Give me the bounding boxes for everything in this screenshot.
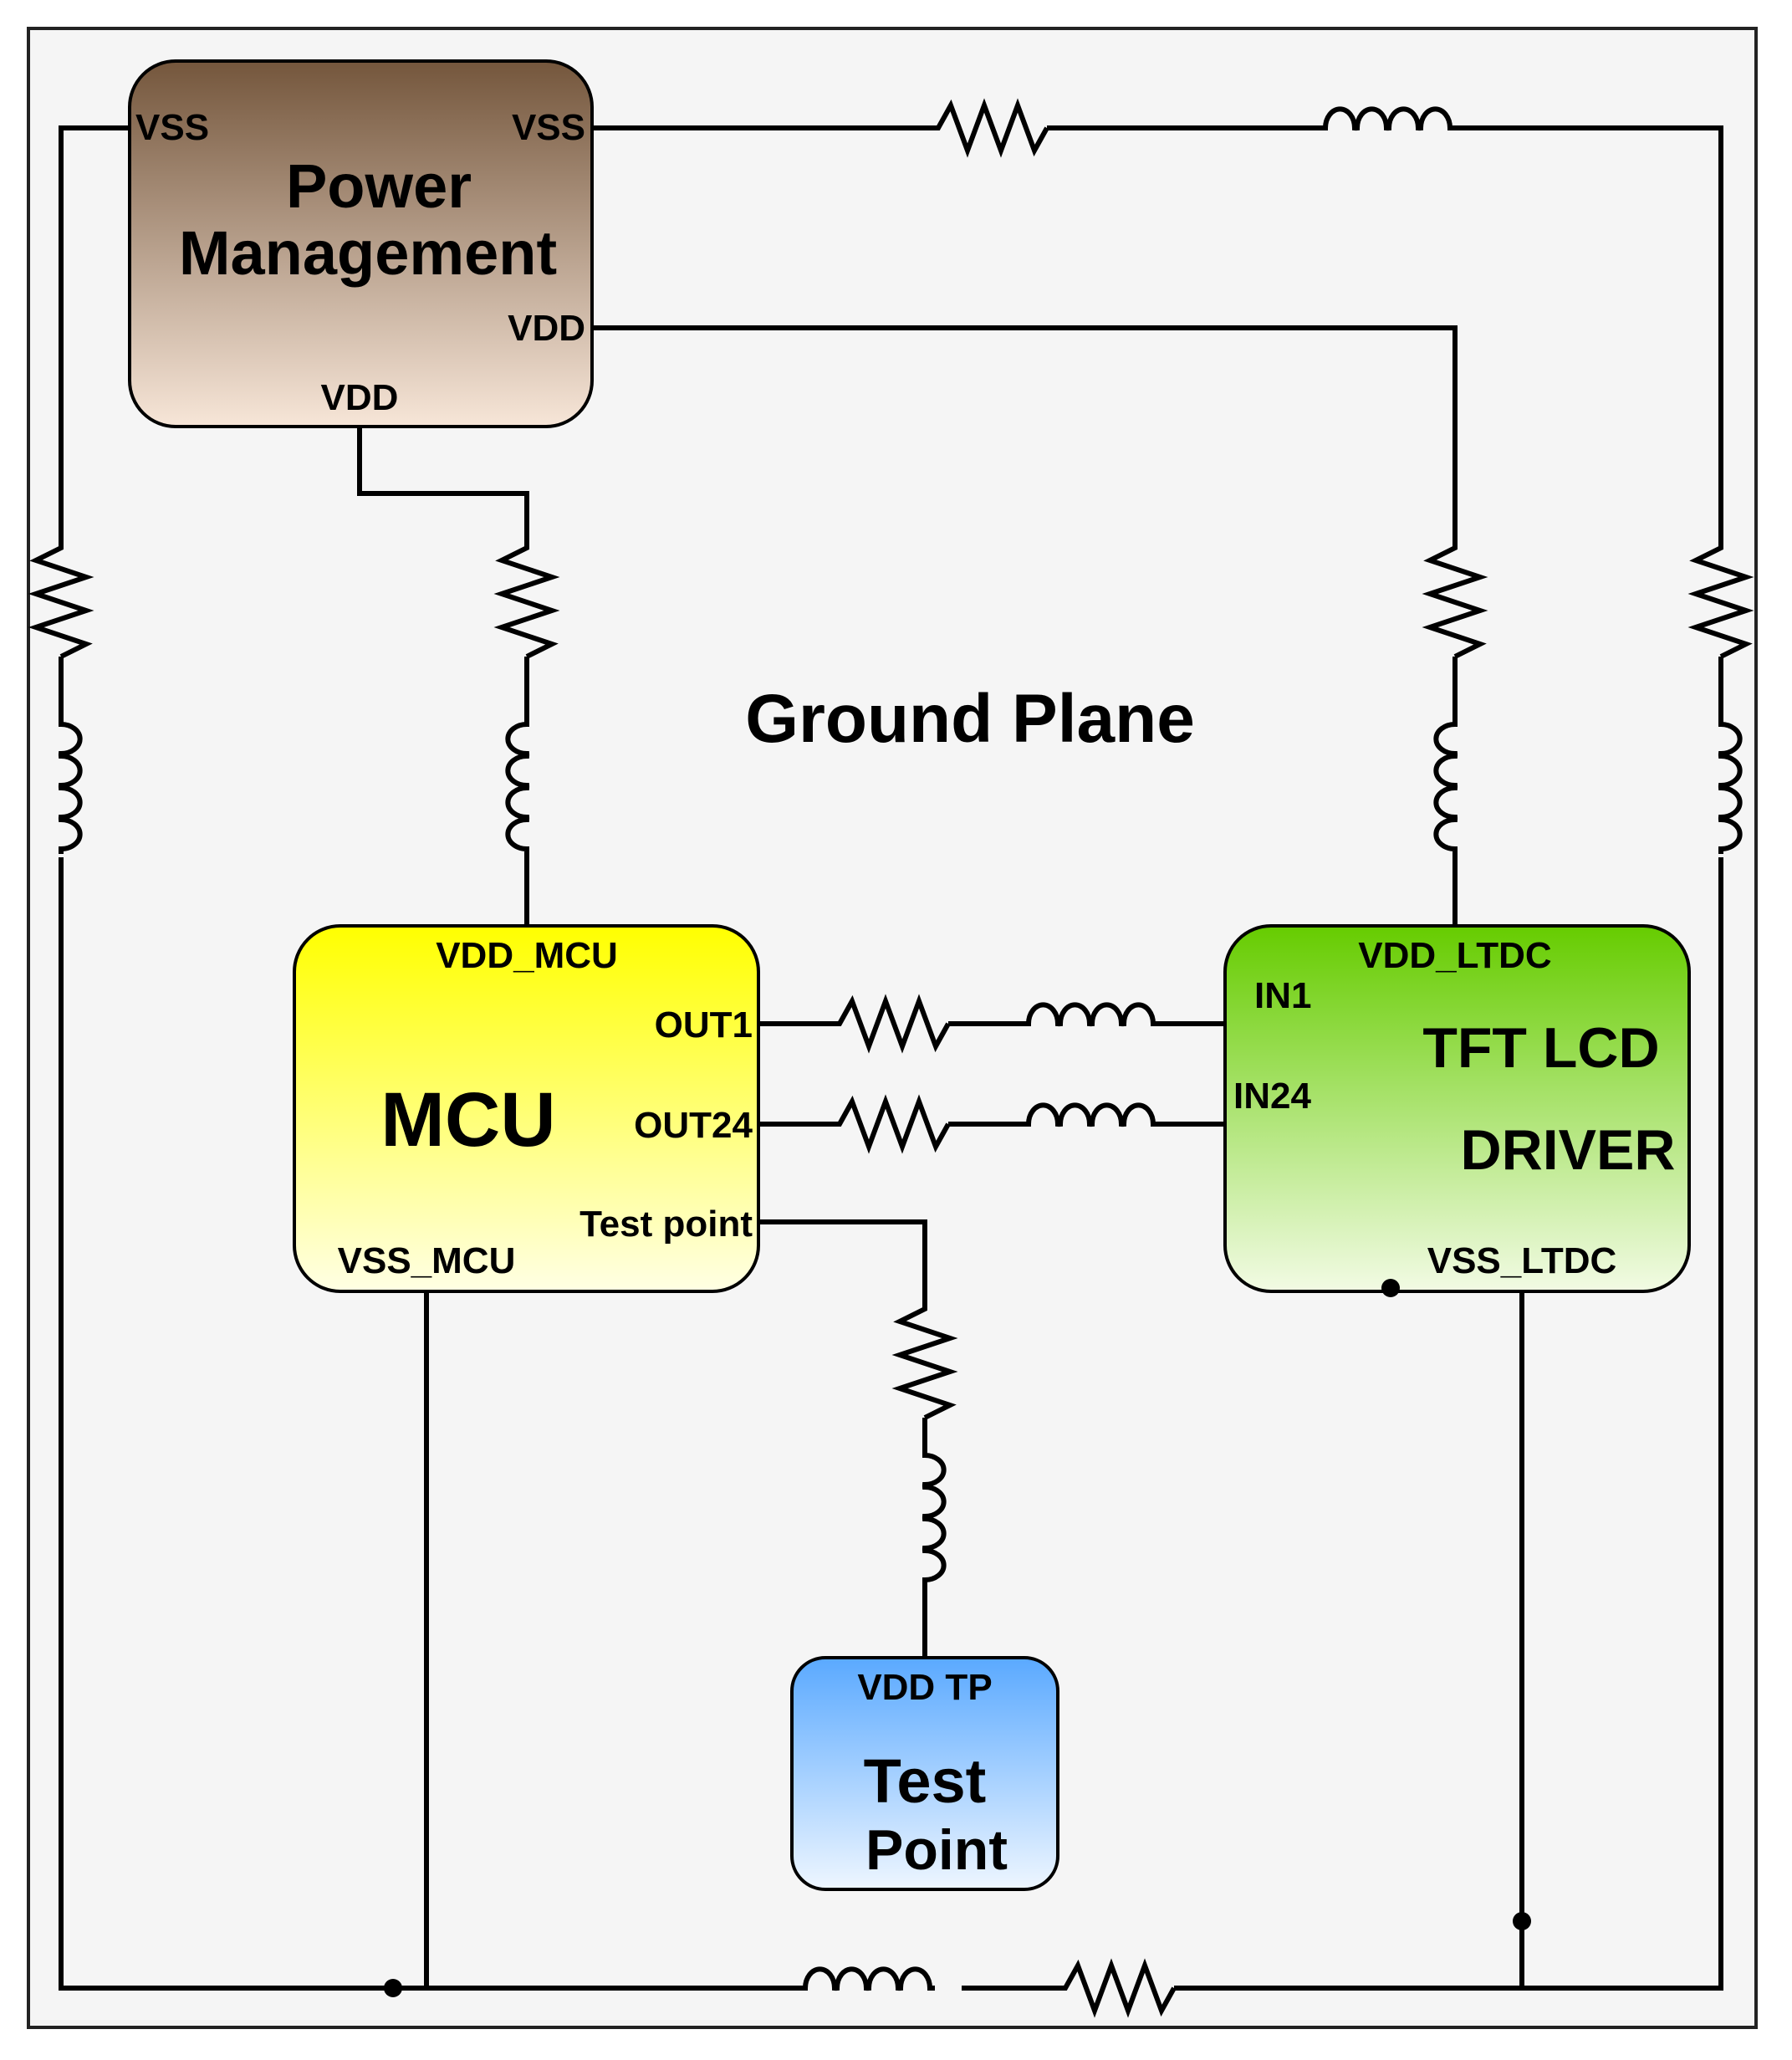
- lcd-in24-pin: IN24: [1233, 1076, 1311, 1117]
- test-point-title-line1: Test: [864, 1746, 987, 1816]
- mcu-out24-pin: OUT24: [634, 1105, 753, 1146]
- lcd-in1-pin: IN1: [1254, 975, 1311, 1016]
- power-management-title-line2: Management: [179, 218, 557, 288]
- mcu-vss-pin: VSS_MCU: [338, 1240, 516, 1281]
- power-management-block: Power Management VSS VSS VDD VDD: [128, 59, 594, 428]
- ground-plane-label: Ground Plane: [745, 681, 1195, 757]
- lcd-vdd-pin: VDD_LTDC: [1358, 935, 1551, 976]
- lcd-driver-title-line2: DRIVER: [1461, 1118, 1676, 1182]
- pm-vss-left-pin: VSS: [135, 107, 209, 148]
- tp-vdd-pin: VDD TP: [857, 1667, 992, 1708]
- junctions: [384, 1279, 1531, 1997]
- mcu-block: MCU VDD_MCU OUT1 OUT24 Test point VSS_MC…: [293, 924, 760, 1293]
- mcu-vdd-pin: VDD_MCU: [436, 935, 618, 976]
- junction-dot-icon: [1381, 1279, 1400, 1297]
- junction-dot-icon: [1513, 1912, 1531, 1930]
- pm-vdd-right-pin: VDD: [508, 308, 585, 349]
- lcd-driver-title-line1: TFT LCD: [1422, 1016, 1659, 1080]
- pm-vss-right-pin: VSS: [512, 107, 585, 148]
- test-point-block: VDD TP Test Point: [790, 1656, 1059, 1891]
- junction-dot-icon: [384, 1979, 402, 1997]
- power-management-title-line1: Power: [286, 151, 472, 221]
- mcu-title: MCU: [380, 1077, 556, 1163]
- pm-vdd-bottom-pin: VDD: [321, 377, 399, 418]
- mcu-out1-pin: OUT1: [655, 1004, 753, 1045]
- mcu-test-point-pin: Test point: [579, 1204, 753, 1245]
- test-point-title-line2: Point: [865, 1818, 1008, 1882]
- lcd-driver-block: TFT LCD DRIVER VDD_LTDC IN1 IN24 VSS_LTD…: [1223, 924, 1691, 1293]
- lcd-vss-pin: VSS_LTDC: [1427, 1240, 1617, 1281]
